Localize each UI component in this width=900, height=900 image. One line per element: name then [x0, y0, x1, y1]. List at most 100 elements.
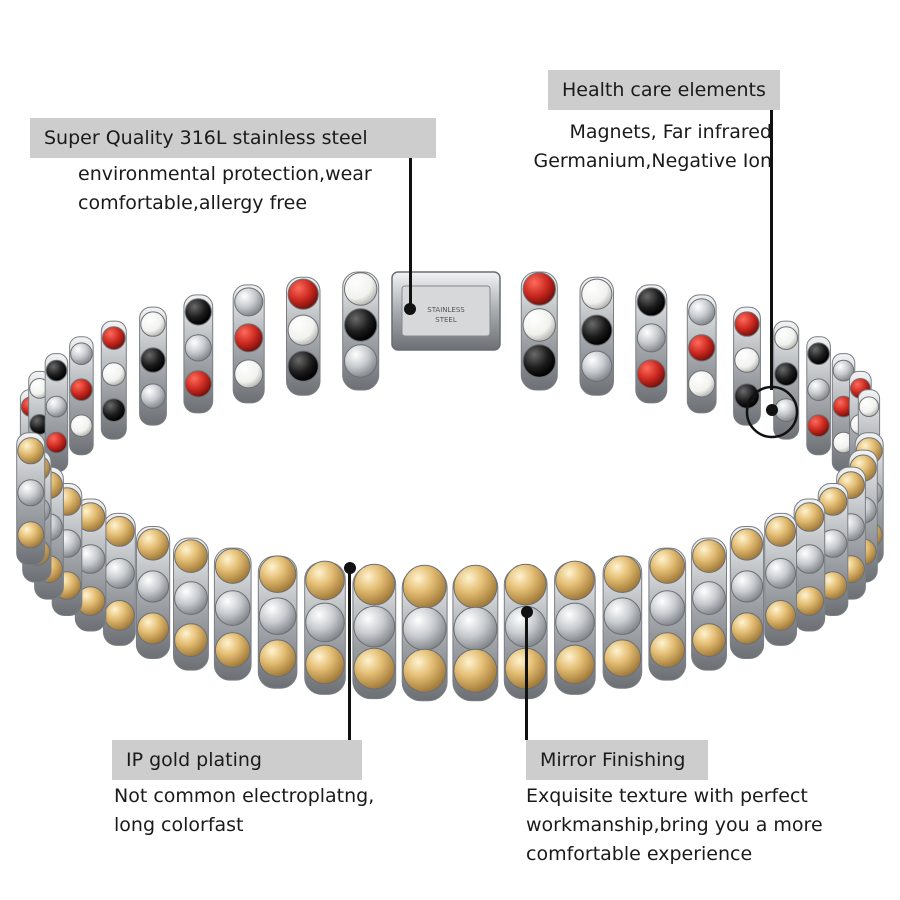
back-stone: [184, 370, 212, 398]
back-stone: [581, 350, 613, 382]
back-stone: [581, 278, 613, 310]
gold-bead: [402, 648, 447, 693]
gold-bead: [214, 548, 251, 584]
health-callout-title: Health care elements: [548, 70, 780, 110]
back-stone: [101, 362, 126, 387]
gold-bead: [136, 528, 170, 561]
back-stone: [234, 287, 264, 317]
back-stone: [287, 278, 319, 310]
back-stone: [234, 323, 264, 353]
gold-bead: [305, 560, 345, 601]
gold-bead: [453, 564, 498, 609]
silver-bead: [353, 605, 396, 648]
back-stone: [688, 334, 716, 362]
gold-bead: [765, 600, 796, 631]
gold-bead: [794, 502, 825, 532]
clasp-engraving-line-1: STAINLESS: [427, 306, 465, 314]
gold-bead: [174, 623, 208, 657]
silver-bead: [174, 581, 208, 615]
silver-bead: [258, 597, 297, 636]
back-stone: [344, 272, 378, 306]
gold-bead: [453, 648, 498, 693]
gold-bead: [258, 555, 297, 594]
back-stone: [101, 398, 126, 423]
health-leader-line: [770, 110, 773, 390]
mirror-desc-line-2: workmanship,bring you a more: [526, 814, 823, 836]
gold-bead: [649, 548, 686, 584]
back-stone: [287, 350, 319, 382]
mirror-callout-title: Mirror Finishing: [526, 740, 708, 780]
gold-bead: [174, 539, 208, 573]
back-stone: [184, 298, 212, 326]
gold-bead: [104, 516, 135, 547]
gold-leader-line: [348, 568, 351, 740]
mirror-leader-dot: [521, 606, 533, 618]
back-stone: [344, 308, 378, 342]
gold-bead: [603, 639, 642, 678]
back-stone: [70, 342, 93, 366]
back-stone: [234, 359, 264, 389]
mirror-desc-line-1: Exquisite texture with perfect: [526, 785, 808, 807]
gold-callout-description: Not common electroplatng, long colorfast: [114, 782, 374, 840]
steel-desc-line-2: comfortable,allergy free: [78, 192, 308, 214]
back-stone: [807, 414, 830, 438]
gold-bead: [730, 528, 764, 561]
gold-bead: [104, 600, 135, 631]
back-stone: [140, 311, 166, 337]
back-stone: [858, 396, 880, 418]
gold-bead: [402, 564, 447, 609]
steel-leader-line: [409, 158, 412, 310]
gold-bead: [555, 644, 595, 685]
health-callout-description: Magnets, Far infrared Germanium,Negative…: [533, 118, 772, 176]
back-stone: [140, 347, 166, 373]
health-desc-line-2: Germanium,Negative Ion: [533, 150, 772, 172]
back-stone: [734, 347, 760, 373]
silver-bead: [555, 602, 595, 643]
silver-bead: [305, 602, 345, 643]
gold-bead: [136, 612, 170, 645]
gold-bead: [353, 563, 396, 606]
mirror-callout-description: Exquisite texture with perfect workmansh…: [526, 782, 823, 869]
back-stone: [45, 431, 68, 454]
back-stone: [101, 326, 126, 351]
gold-bead: [305, 644, 345, 685]
back-stone: [45, 395, 68, 418]
gold-bead: [603, 555, 642, 594]
steel-leader-dot: [404, 303, 416, 315]
silver-bead: [794, 544, 825, 574]
back-stone: [287, 314, 319, 346]
back-stone: [688, 298, 716, 326]
silver-bead: [104, 558, 135, 589]
gold-desc-line-2: long colorfast: [114, 814, 244, 836]
gold-leader-dot: [344, 562, 356, 574]
gold-bead: [214, 632, 251, 668]
back-stone: [581, 314, 613, 346]
back-stone: [636, 359, 666, 389]
gold-bead: [353, 647, 396, 690]
gold-bead: [692, 623, 726, 657]
gold-bead: [730, 612, 764, 645]
steel-callout-description: environmental protection,wear comfortabl…: [78, 160, 372, 218]
back-stone: [807, 378, 830, 402]
clasp-engraving-line-2: STEEL: [435, 316, 457, 324]
back-stone: [522, 272, 556, 306]
bracelet-back-band: [19, 271, 881, 509]
bracelet-front-band: [16, 432, 884, 702]
mirror-desc-line-3: comfortable experience: [526, 843, 753, 865]
back-stone: [688, 370, 716, 398]
silver-bead: [402, 606, 447, 651]
back-stone: [774, 326, 799, 351]
gold-bead: [17, 437, 45, 465]
back-stone: [734, 311, 760, 337]
silver-bead: [136, 570, 170, 603]
gold-bead: [649, 632, 686, 668]
silver-bead: [603, 597, 642, 636]
gold-bead: [765, 516, 796, 547]
health-desc-line-1: Magnets, Far infrared: [569, 121, 772, 143]
silver-bead: [765, 558, 796, 589]
gold-desc-line-1: Not common electroplatng,: [114, 785, 375, 807]
gold-callout-title: IP gold plating: [112, 740, 362, 780]
back-stone: [832, 359, 855, 382]
